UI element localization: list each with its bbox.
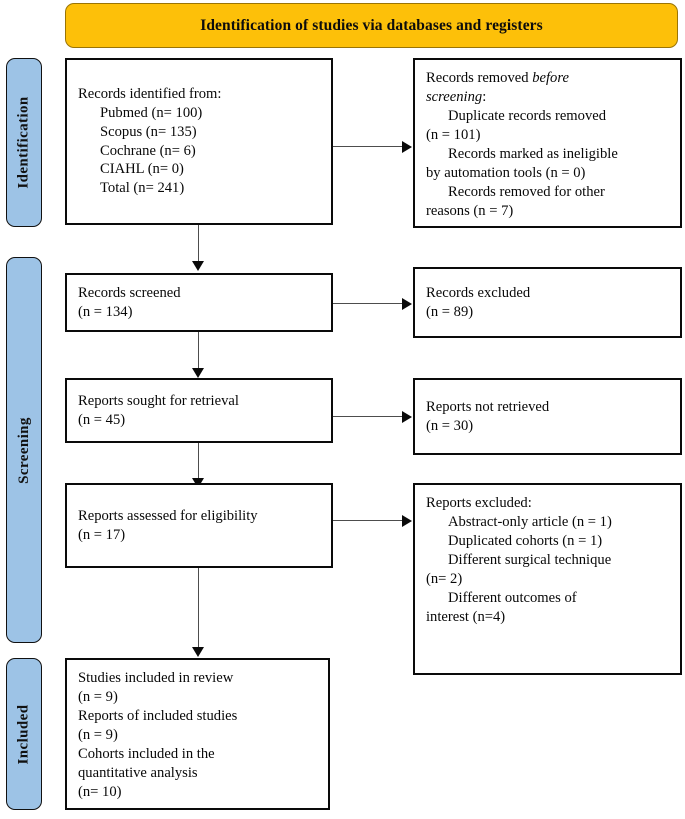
phase-bar-included: Included (6, 658, 42, 810)
box-line-emphasis: screening (426, 88, 483, 105)
records-removed-box: Records removed before screening: Duplic… (413, 58, 682, 228)
box-line: Reports not retrieved (426, 398, 550, 415)
banner-identification-header: Identification of studies via databases … (65, 3, 678, 48)
box-line: reasons (n = 7) (426, 202, 514, 219)
box-line-emphasis: before (532, 70, 569, 86)
reports-excluded-box: Reports excluded: Abstract-only article … (413, 483, 682, 675)
box-line: Reports of included studies (78, 707, 238, 724)
box-line-text: Records removed (426, 70, 533, 86)
box-line: Scopus (n= 135) (100, 123, 197, 140)
box-line: Total (n= 241) (100, 180, 185, 197)
box-line: (n = 89) (426, 303, 474, 320)
box-line: Different surgical technique (448, 551, 612, 568)
box-line: interest (n=4) (426, 608, 506, 625)
box-line: Reports assessed for eligibility (78, 507, 258, 524)
box-line: Records excluded (426, 284, 531, 301)
reports-not-retrieved-box: Reports not retrieved (n = 30) (413, 378, 682, 455)
box-line: (n= 10) (78, 783, 122, 800)
phase-label-included: Included (15, 704, 32, 764)
box-line: (n= 2) (426, 570, 463, 587)
box-line: Cohorts included in the (78, 745, 215, 762)
phase-bar-identification: Identification (6, 58, 42, 227)
banner-title: Identification of studies via databases … (200, 16, 543, 34)
box-line: CIAHL (n= 0) (100, 161, 184, 178)
box-line-text: : (482, 88, 487, 105)
connector-screened-to-excluded (333, 303, 403, 305)
box-line: Records screened (78, 284, 181, 301)
box-line: Duplicated cohorts (n = 1) (448, 532, 603, 549)
arrowhead-assessed-to-included (192, 647, 204, 657)
connector-assessed-to-included (198, 568, 200, 650)
phase-bar-screening: Screening (6, 257, 42, 643)
box-line: Abstract-only article (n = 1) (448, 513, 612, 530)
box-line: (n = 134) (78, 303, 133, 320)
phase-label-screening: Screening (15, 416, 32, 484)
reports-sought-box: Reports sought for retrieval (n = 45) (65, 378, 333, 443)
connector-screened-to-sought (198, 332, 200, 370)
box-line: Reports excluded: (426, 495, 532, 511)
box-line: (n = 101) (426, 126, 481, 143)
box-line: (n = 9) (78, 726, 118, 743)
box-line: Records identified from: (78, 85, 222, 102)
arrowhead-identified-to-screened (192, 261, 204, 271)
box-line: Duplicate records removed (448, 107, 607, 124)
arrowhead-assessed-to-excluded (402, 515, 412, 527)
arrowhead-identified-to-removed (402, 141, 412, 153)
box-line: (n = 30) (426, 417, 474, 434)
box-line: Pubmed (n= 100) (100, 104, 203, 121)
box-line: by automation tools (n = 0) (426, 164, 586, 181)
records-identified-box: Records identified from: Pubmed (n= 100)… (65, 58, 333, 225)
reports-assessed-box: Reports assessed for eligibility (n = 17… (65, 483, 333, 568)
box-line: Different outcomes of (448, 589, 577, 606)
studies-included-box: Studies included in review (n = 9) Repor… (65, 658, 330, 810)
box-line: (n = 9) (78, 688, 118, 705)
box-line: Records removed for other (448, 183, 605, 200)
box-line: Records removed before (426, 69, 671, 88)
arrowhead-screened-to-sought (192, 368, 204, 378)
arrowhead-sought-to-not-retrieved (402, 411, 412, 423)
connector-sought-to-not-retrieved (333, 416, 403, 418)
box-line: Studies included in review (78, 670, 234, 686)
box-line: (n = 45) (78, 411, 126, 428)
phase-label-identification: Identification (15, 96, 32, 189)
connector-sought-to-assessed (198, 443, 200, 481)
box-line: Records marked as ineligible (448, 145, 618, 162)
records-excluded-box: Records excluded (n = 89) (413, 267, 682, 338)
records-screened-box: Records screened (n = 134) (65, 273, 333, 332)
connector-assessed-to-excluded (333, 520, 403, 522)
connector-identified-to-screened (198, 225, 200, 263)
box-line: Cochrane (n= 6) (100, 142, 196, 159)
box-line: (n = 17) (78, 526, 126, 543)
box-line: Reports sought for retrieval (78, 392, 239, 409)
box-line: screening: (426, 88, 671, 107)
box-line: quantitative analysis (78, 764, 198, 781)
connector-identified-to-removed (333, 146, 403, 148)
arrowhead-screened-to-excluded (402, 298, 412, 310)
